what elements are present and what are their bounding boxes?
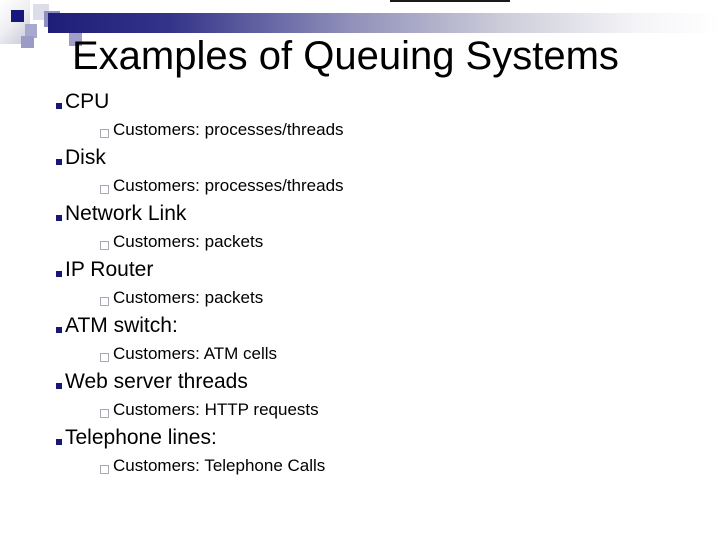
list-item: Web server threads (56, 368, 676, 396)
list-item: Telephone lines: (56, 424, 676, 452)
pixel-square-lavender-2 (21, 36, 34, 48)
list-item-label: Network Link (65, 202, 187, 225)
list-item-label: Web server threads (65, 370, 248, 393)
pixel-square-navy (11, 10, 24, 22)
list-subitem: Customers: packets (56, 228, 676, 256)
list-subitem-label: Customers: processes/threads (113, 176, 344, 195)
hollow-square-bullet-icon (100, 184, 109, 194)
list-subitem-label: Customers: HTTP requests (113, 400, 319, 419)
list-subitem-label: Customers: packets (113, 288, 264, 307)
slide-title: Examples of Queuing Systems (72, 34, 619, 78)
list-subitem-label: Customers: processes/threads (113, 120, 344, 139)
pixel-square-lavender-3 (69, 33, 82, 46)
list-item: Network Link (56, 200, 676, 228)
hollow-square-bullet-icon (100, 296, 109, 306)
hollow-square-bullet-icon (100, 408, 109, 418)
hollow-square-bullet-icon (100, 464, 109, 474)
pixel-square-lavender-1 (25, 24, 37, 38)
bullet-list: CPU Customers: processes/threads Disk Cu… (56, 88, 676, 480)
filled-square-bullet-icon (56, 271, 62, 277)
list-item: ATM switch: (56, 312, 676, 340)
list-subitem: Customers: packets (56, 284, 676, 312)
list-item: IP Router (56, 256, 676, 284)
list-subitem-label: Customers: ATM cells (113, 344, 278, 363)
hollow-square-bullet-icon (100, 240, 109, 250)
list-item-label: ATM switch: (65, 314, 178, 337)
list-item-label: Telephone lines: (65, 426, 217, 449)
hollow-square-bullet-icon (100, 128, 109, 138)
filled-square-bullet-icon (56, 439, 62, 445)
corner-decoration (0, 0, 720, 60)
filled-square-bullet-icon (56, 383, 62, 389)
filled-square-bullet-icon (56, 103, 62, 109)
filled-square-bullet-icon (56, 327, 62, 333)
list-subitem: Customers: HTTP requests (56, 396, 676, 424)
top-edge-line (390, 0, 510, 2)
list-subitem-label: Customers: Telephone Calls (113, 456, 326, 475)
title-bar-gradient (48, 13, 720, 33)
list-item-label: Disk (65, 146, 106, 169)
list-subitem: Customers: ATM cells (56, 340, 676, 368)
list-item: CPU (56, 88, 676, 116)
hollow-square-bullet-icon (100, 352, 109, 362)
list-subitem: Customers: processes/threads (56, 172, 676, 200)
list-subitem-label: Customers: packets (113, 232, 264, 251)
list-subitem: Customers: Telephone Calls (56, 452, 676, 480)
filled-square-bullet-icon (56, 215, 62, 221)
filled-square-bullet-icon (56, 159, 62, 165)
list-subitem: Customers: processes/threads (56, 116, 676, 144)
list-item-label: CPU (65, 90, 110, 113)
list-item-label: IP Router (65, 258, 154, 281)
list-item: Disk (56, 144, 676, 172)
